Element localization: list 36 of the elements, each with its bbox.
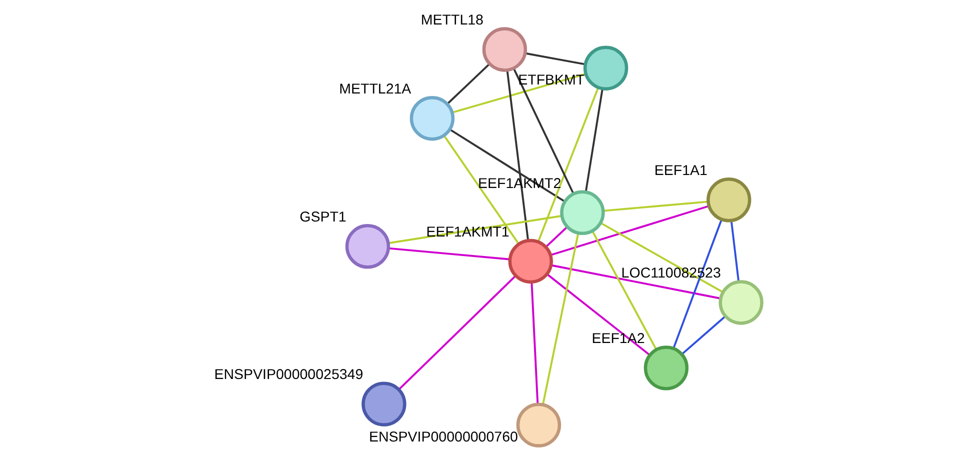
node-circle <box>345 224 390 269</box>
connector <box>672 219 722 349</box>
connector <box>730 220 740 282</box>
connector <box>388 247 510 260</box>
node-label: ENSPVIP00000025349 <box>214 367 364 384</box>
node-label: GSPT1 <box>300 210 346 226</box>
node-circle <box>718 280 764 325</box>
connector <box>546 274 650 356</box>
connector <box>603 200 708 212</box>
node-circle <box>644 346 689 390</box>
node-label: METTL21A <box>339 81 412 98</box>
connector <box>398 275 516 390</box>
connector <box>443 135 520 245</box>
connector <box>450 128 566 202</box>
node-label: ENSPVIP00000000760 <box>368 430 518 446</box>
node-circle <box>516 402 562 448</box>
connector <box>446 63 490 104</box>
node-circle <box>583 46 628 90</box>
node-circle <box>706 178 752 222</box>
connector <box>592 230 658 350</box>
node-circle <box>362 382 406 426</box>
connector <box>681 316 726 355</box>
connector <box>584 88 604 192</box>
node-circle <box>482 27 528 72</box>
connector <box>542 232 580 405</box>
connector <box>537 87 600 242</box>
node-label: METTL18 <box>420 12 484 29</box>
node-circle <box>560 190 605 235</box>
connector <box>530 282 539 404</box>
connector <box>550 205 709 256</box>
connector <box>524 52 586 66</box>
node-circle <box>508 238 553 284</box>
connector <box>545 226 568 248</box>
connector <box>506 70 530 240</box>
node-circle <box>410 96 455 141</box>
node-label: EEF1A1 <box>654 163 708 180</box>
